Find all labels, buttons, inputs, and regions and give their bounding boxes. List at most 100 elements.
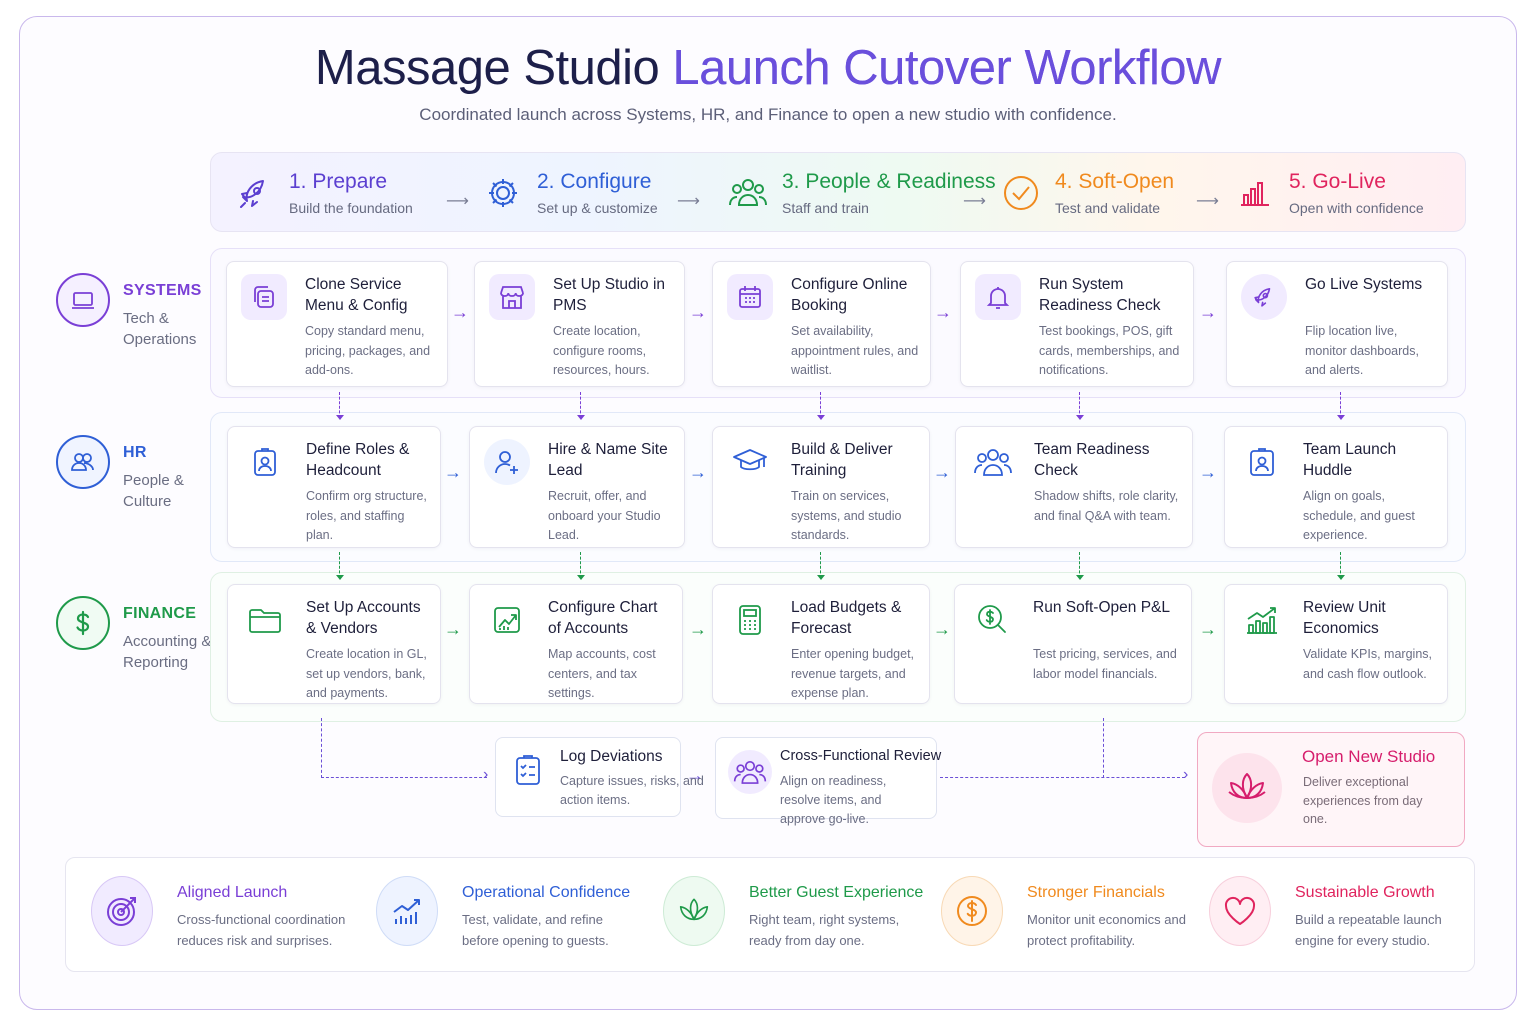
card-title: Review Unit Economics	[1303, 599, 1386, 637]
card-desc: Shadow shifts, role clarity, and final Q…	[1034, 489, 1179, 523]
card-desc: Copy standard menu, pricing, packages, a…	[305, 324, 431, 377]
phase-subtitle: Test and validate	[1055, 200, 1161, 216]
gear-icon	[481, 171, 525, 215]
card-desc: Create location in GL, set up vendors, b…	[306, 647, 427, 700]
phase-title: 4. Soft-Open	[1055, 170, 1175, 193]
lane-sub: Accounting & Reporting	[123, 633, 212, 671]
card-desc: Confirm org structure, roles, and staffi…	[306, 489, 427, 542]
outcome-title: Aligned Launch	[177, 884, 288, 901]
connector-line	[1103, 718, 1104, 778]
arrow-right-icon: →	[689, 619, 707, 639]
arrow-right-icon: →	[689, 302, 707, 322]
card-define-roles[interactable]: Define Roles & Headcount Confirm org str…	[227, 426, 441, 548]
card-set-up-studio-pms[interactable]: Set Up Studio in PMS Create location, co…	[474, 261, 685, 387]
outcome-title: Operational Confidence	[462, 884, 631, 901]
card-title: Run System Readiness Check	[1039, 276, 1161, 314]
card-run-soft-open-pl[interactable]: Run Soft-Open P&L Test pricing, services…	[954, 584, 1192, 704]
card-load-budgets[interactable]: Load Budgets & Forecast Enter opening bu…	[712, 584, 930, 704]
dollar-icon	[56, 596, 110, 650]
phase-title: 2. Configure	[537, 170, 652, 193]
card-cross-functional-review[interactable]: Cross-Functional Review Align on readine…	[715, 737, 941, 826]
card-desc: Create location, configure rooms, resour…	[553, 324, 650, 377]
card-team-readiness-check[interactable]: Team Readiness Check Shadow shifts, role…	[955, 426, 1193, 548]
arrow-right-icon: →	[444, 462, 462, 482]
connector-line	[321, 718, 322, 778]
phase-subtitle: Build the foundation	[289, 200, 413, 216]
phase-configure: 2. Configure Set up & customize	[481, 153, 681, 233]
card-title: Cross-Functional Review	[780, 748, 942, 764]
rocket-icon	[233, 171, 277, 215]
card-desc: Enter opening budget, revenue targets, a…	[791, 647, 915, 700]
card-title: Set Up Accounts & Vendors	[306, 599, 421, 637]
trend-up-icon	[376, 876, 438, 946]
card-title: Team Readiness Check	[1034, 441, 1150, 479]
card-clone-service-menu[interactable]: Clone Service Menu & Config Copy standar…	[226, 261, 448, 387]
card-hire-site-lead[interactable]: Hire & Name Site Lead Recruit, offer, an…	[469, 426, 685, 548]
card-configure-chart-of-accounts[interactable]: Configure Chart of Accounts Map accounts…	[469, 584, 683, 704]
arrow-right-icon: ⟶	[963, 193, 986, 210]
lane-sub: Tech & Operations	[123, 310, 197, 348]
card-configure-online-booking[interactable]: Configure Online Booking Set availabilit…	[712, 261, 931, 387]
card-title: Hire & Name Site Lead	[548, 441, 668, 479]
card-go-live-systems[interactable]: Go Live Systems Flip location live, moni…	[1226, 261, 1448, 387]
lane-name: SYSTEMS	[123, 282, 202, 299]
connector-down	[1075, 552, 1084, 580]
storefront-icon	[489, 274, 535, 320]
outcome-desc: Right team, right systems, ready from da…	[749, 912, 900, 948]
dollar-search-icon	[969, 597, 1015, 643]
connector-down	[576, 392, 585, 420]
card-title: Clone Service Menu & Config	[305, 276, 408, 314]
title-accent: Launch Cutover Workflow	[672, 41, 1222, 95]
phase-title: 5. Go-Live	[1289, 170, 1386, 193]
laptop-icon	[56, 273, 110, 327]
card-log-deviations[interactable]: Log Deviations Capture issues, risks, an…	[495, 737, 704, 817]
card-desc: Train on services, systems, and studio s…	[791, 489, 902, 542]
arrow-right-icon: →	[1199, 462, 1217, 482]
card-title: Define Roles & Headcount	[306, 441, 410, 479]
card-title: Team Launch Huddle	[1303, 441, 1397, 479]
arrow-right-icon: →	[686, 765, 704, 785]
card-build-deliver-training[interactable]: Build & Deliver Training Train on servic…	[712, 426, 930, 548]
card-desc: Recruit, offer, and onboard your Studio …	[548, 489, 661, 542]
graduation-cap-icon	[727, 439, 773, 485]
card-desc: Test pricing, services, and labor model …	[1033, 647, 1177, 681]
checklist-icon	[508, 750, 548, 790]
card-open-new-studio[interactable]: Open New Studio Deliver exceptional expe…	[1197, 732, 1465, 847]
team-icon	[728, 750, 772, 794]
arrow-right-icon: →	[1199, 302, 1217, 322]
bell-icon	[975, 274, 1021, 320]
arrow-right-icon: →	[444, 619, 462, 639]
card-run-system-readiness[interactable]: Run System Readiness Check Test bookings…	[960, 261, 1194, 387]
outcome-desc: Monitor unit economics and protect profi…	[1027, 912, 1186, 948]
chart-up-icon	[484, 597, 530, 643]
card-desc: Deliver exceptional experiences from day…	[1303, 775, 1423, 826]
arrow-right-icon: →	[933, 462, 951, 482]
arrow-right-icon: ›	[1183, 766, 1189, 783]
page-title: Massage Studio Launch Cutover Workflow	[0, 40, 1536, 96]
team-icon	[970, 439, 1016, 485]
connector-down	[335, 392, 344, 420]
card-set-up-accounts[interactable]: Set Up Accounts & Vendors Create locatio…	[227, 584, 441, 704]
id-badge-icon	[1239, 439, 1285, 485]
connector-down	[1075, 392, 1084, 420]
connector-down	[816, 552, 825, 580]
card-title: Configure Chart of Accounts	[548, 599, 658, 637]
card-title: Go Live Systems	[1305, 276, 1423, 293]
arrow-right-icon: →	[451, 302, 469, 322]
outcomes-panel: Aligned Launch Cross-functional coordina…	[65, 857, 1475, 972]
card-review-unit-economics[interactable]: Review Unit Economics Validate KPIs, mar…	[1224, 584, 1448, 704]
card-title: Load Budgets & Forecast	[791, 599, 902, 637]
phase-title: 3. People & Readiness	[782, 170, 996, 193]
card-team-launch-huddle[interactable]: Team Launch Huddle Align on goals, sched…	[1224, 426, 1448, 548]
calculator-icon	[727, 597, 773, 643]
heart-icon	[1209, 876, 1271, 946]
arrow-right-icon: ⟶	[446, 193, 469, 210]
card-desc: Capture issues, risks, and action items.	[560, 774, 704, 807]
lane-sub: People & Culture	[123, 472, 184, 510]
card-desc: Map accounts, cost centers, and tax sett…	[548, 647, 656, 700]
connector-down	[335, 552, 344, 580]
dollar-icon	[941, 876, 1003, 946]
lotus-icon	[663, 876, 725, 946]
add-user-icon	[484, 439, 530, 485]
lotus-icon	[1212, 753, 1282, 823]
